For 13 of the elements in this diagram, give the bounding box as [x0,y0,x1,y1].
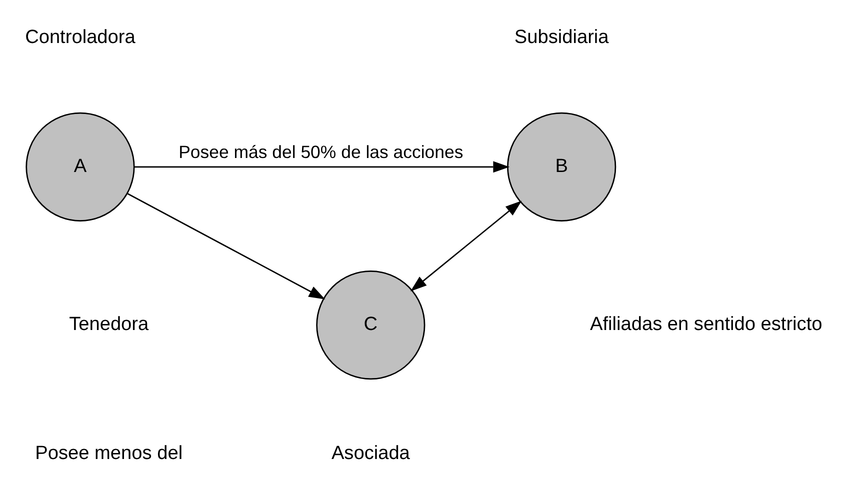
node-label: Subsidiaria [514,27,609,48]
arrow [410,200,522,292]
node-label: Asociada [331,443,410,464]
node-circle: A [26,112,135,222]
node-label: Controladora [25,27,136,48]
arrow [127,193,326,300]
node-circle: B [507,112,616,222]
node-circle: C [316,270,426,380]
label: Afiliadas en sentido estricto [590,314,822,336]
edge-label: Posee más del 50% de las acciones [178,142,464,162]
label: Posee menos del [35,443,183,464]
arrow [134,161,510,173]
label: Tenedora [69,314,149,336]
